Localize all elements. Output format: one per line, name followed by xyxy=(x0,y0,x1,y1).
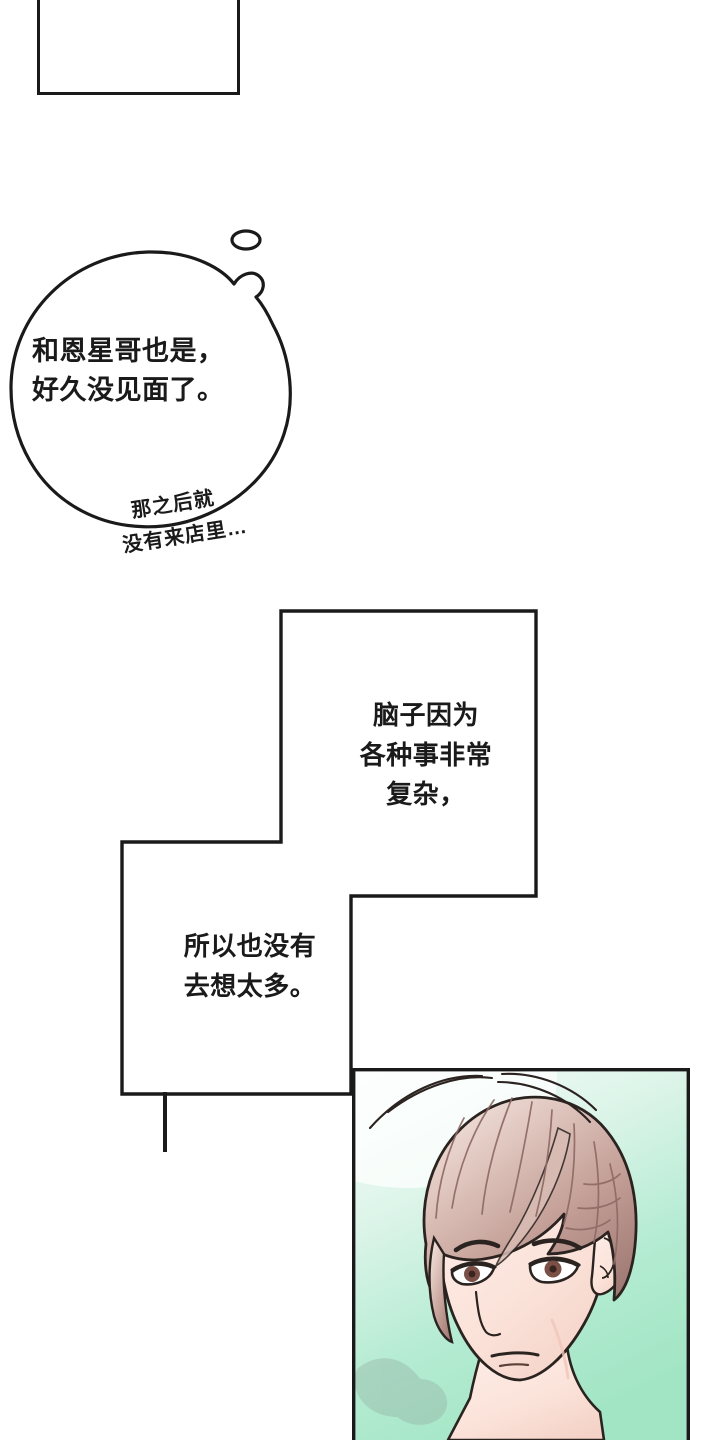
mouth xyxy=(490,1351,540,1358)
eye-right xyxy=(528,1256,581,1284)
panel-connector-line xyxy=(163,1092,167,1152)
lower-lip-line xyxy=(498,1363,530,1368)
hair-strand-lines xyxy=(435,1097,621,1265)
panel-thought-bubble: 和恩星哥也是， 好久没见面了。 那之后就 没有来店里… xyxy=(0,218,340,568)
hair-side-strand xyxy=(428,1234,454,1344)
nose xyxy=(474,1290,502,1337)
ear-lobe-line xyxy=(599,1265,609,1279)
panel-character-art xyxy=(352,1068,690,1440)
thought-dot-icon xyxy=(230,229,262,251)
narration-text-lower: 所以也没有 去想太多。 xyxy=(183,931,317,1001)
stair-panel-shape xyxy=(120,609,538,1096)
panel-narration-stair: 脑子因为 各种事非常 复杂， 所以也没有 去想太多。 xyxy=(110,600,550,1120)
bubble-speech-text: 和恩星哥也是， 好久没见面了。 xyxy=(32,336,225,405)
eyebrow-right xyxy=(531,1238,583,1251)
character-illustration xyxy=(355,1071,687,1440)
bubble-outline xyxy=(9,250,292,529)
cheek-shading xyxy=(550,1318,570,1380)
panel-empty-top xyxy=(37,0,240,95)
thought-bubble-shape xyxy=(9,229,292,529)
narration-text-upper: 脑子因为 各种事非常 复杂， xyxy=(359,700,493,810)
eye-left xyxy=(450,1261,497,1286)
bubble-aside-text: 那之后就 没有来店里… xyxy=(121,446,255,591)
art-foliage xyxy=(355,1358,448,1425)
hair-flyaways xyxy=(368,1072,598,1130)
stair-outline xyxy=(120,609,538,1096)
eyebrow-left xyxy=(453,1239,501,1253)
